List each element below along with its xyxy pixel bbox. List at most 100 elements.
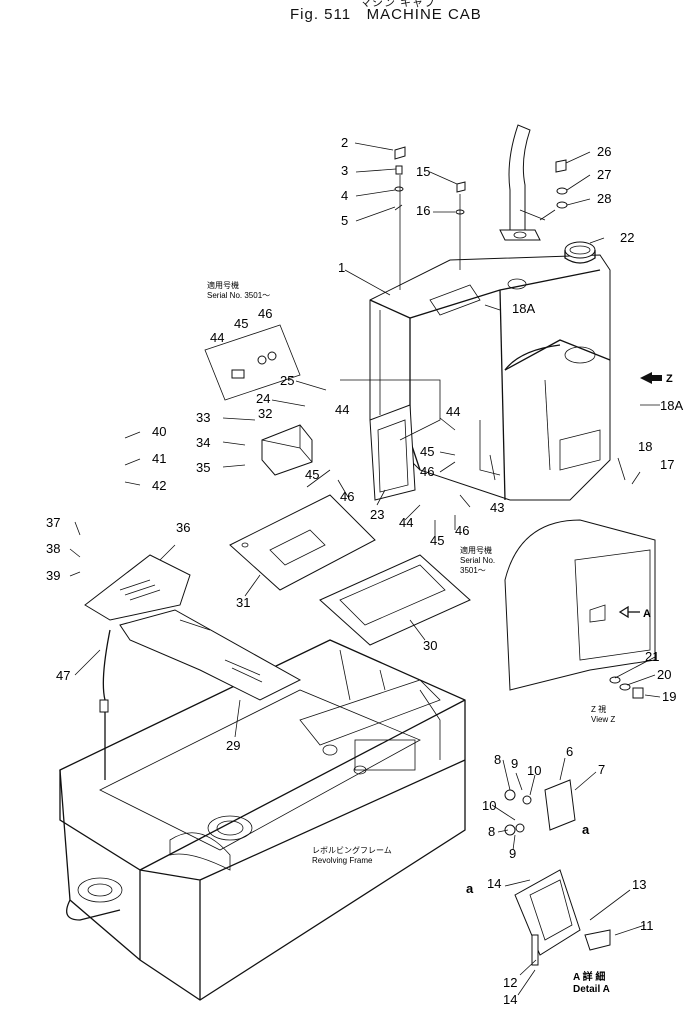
view-z-arrow-label: Z	[666, 373, 673, 385]
bolt-stack-15-16	[455, 181, 466, 270]
callout-38: 38	[46, 541, 60, 556]
serial-note-left: Serial No. 3501～	[207, 291, 270, 300]
callout-44-a: 44	[210, 330, 224, 345]
callout-3: 3	[341, 163, 348, 178]
battery-cover	[319, 554, 471, 646]
callout-25: 25	[280, 373, 294, 388]
serial-note-mid-2: 3501～	[460, 566, 486, 575]
cable	[99, 629, 111, 780]
callout-45-b: 45	[305, 467, 319, 482]
callout-14-a: 14	[487, 876, 501, 891]
floor-plate	[229, 494, 376, 591]
callout-18: 18	[638, 439, 652, 454]
callout-44-d: 44	[399, 515, 413, 530]
view-a-arrow-label: A	[643, 608, 651, 620]
serial-note-mid: Serial No.	[460, 556, 495, 565]
notes: 適用号機 Serial No. 3501～ 適用号機 Serial No. 35…	[207, 280, 673, 995]
callout-10-b: 10	[482, 798, 496, 813]
callout-45-a: 45	[234, 316, 248, 331]
revolving-frame-label: Revolving Frame	[312, 856, 373, 865]
callout-labels: 2 3 4 5 15 16 26 27 28 22 1 18A 46 45 44…	[46, 135, 683, 1007]
callout-12: 12	[503, 975, 517, 990]
exhaust-pipe	[499, 124, 541, 241]
callout-23: 23	[370, 507, 384, 522]
serial-note-left-jp: 適用号機	[207, 280, 239, 290]
callout-9-a: 9	[511, 756, 518, 771]
callout-42: 42	[152, 478, 166, 493]
callout-1: 1	[338, 260, 345, 275]
callout-a-a: a	[582, 822, 590, 837]
callout-35: 35	[196, 460, 210, 475]
callout-29: 29	[226, 738, 240, 753]
callout-43: 43	[490, 500, 504, 515]
bolt-stack-26-28	[519, 159, 568, 221]
bolt-stack-2-5	[394, 146, 406, 290]
callout-45-c: 45	[420, 444, 434, 459]
callout-13: 13	[632, 877, 646, 892]
callout-18a-top: 18A	[512, 301, 535, 316]
callout-5: 5	[341, 213, 348, 228]
revolving-frame-jp: レボルビングフレーム	[312, 845, 392, 855]
serial-note-mid-jp: 適用号機	[460, 545, 492, 555]
leader-lines	[69, 142, 661, 996]
callout-46-c: 46	[420, 464, 434, 479]
detail-a-jp: A 詳 細	[573, 970, 605, 983]
figure-number: Fig. 511	[290, 6, 352, 23]
bolt-group-44-46	[204, 324, 301, 401]
callout-17: 17	[660, 457, 674, 472]
callout-46-d: 46	[455, 523, 469, 538]
rubber-ring	[564, 241, 596, 264]
cab-housing	[369, 254, 611, 501]
callout-44-b: 44	[335, 402, 349, 417]
callout-44-c: 44	[446, 404, 460, 419]
page-title: マシン キャブ Fig. 511 MACHINE CAB	[290, 0, 482, 23]
floor-cover-36	[84, 554, 191, 621]
callout-14-b: 14	[503, 992, 517, 1007]
callout-40: 40	[152, 424, 166, 439]
callout-24: 24	[256, 391, 270, 406]
view-arrows	[640, 372, 662, 384]
callout-27: 27	[597, 167, 611, 182]
callout-46-a: 46	[258, 306, 272, 321]
view-z-label: View Z	[591, 715, 615, 724]
callout-2: 2	[341, 135, 348, 150]
callout-31: 31	[236, 595, 250, 610]
hinge-bracket	[504, 779, 576, 836]
callout-9-b: 9	[509, 846, 516, 861]
callout-8-a: 8	[494, 752, 501, 767]
figure-title: MACHINE CAB	[366, 6, 482, 23]
callout-39: 39	[46, 568, 60, 583]
detail-a-label: Detail A	[573, 984, 610, 995]
view-z-panel	[504, 519, 656, 691]
callout-20: 20	[657, 667, 671, 682]
callout-41: 41	[152, 451, 166, 466]
callout-6: 6	[566, 744, 573, 759]
floor-cover-29	[119, 609, 302, 701]
callout-21: 21	[645, 649, 659, 664]
callout-10-a: 10	[527, 763, 541, 778]
callout-26: 26	[597, 144, 611, 159]
callout-a-b: a	[466, 881, 474, 896]
callout-36: 36	[176, 520, 190, 535]
callout-47: 47	[56, 668, 70, 683]
view-z-jp: Z 視	[591, 705, 606, 714]
callout-4: 4	[341, 188, 348, 203]
title-japanese: マシン キャブ	[360, 0, 437, 9]
callout-8-b: 8	[488, 824, 495, 839]
callout-34: 34	[196, 435, 210, 450]
callout-18a-right: 18A	[660, 398, 683, 413]
side-cover	[340, 379, 441, 501]
callout-11: 11	[640, 918, 654, 933]
callout-37: 37	[46, 515, 60, 530]
callout-46-b: 46	[340, 489, 354, 504]
callout-16: 16	[416, 203, 430, 218]
callout-28: 28	[597, 191, 611, 206]
callout-19: 19	[662, 689, 676, 704]
detail-a-drawing	[514, 869, 611, 966]
callout-32: 32	[258, 406, 272, 421]
callout-30: 30	[423, 638, 437, 653]
bolt-group-19-21	[609, 676, 644, 699]
revolving-frame	[59, 639, 466, 1001]
callout-7: 7	[598, 762, 605, 777]
